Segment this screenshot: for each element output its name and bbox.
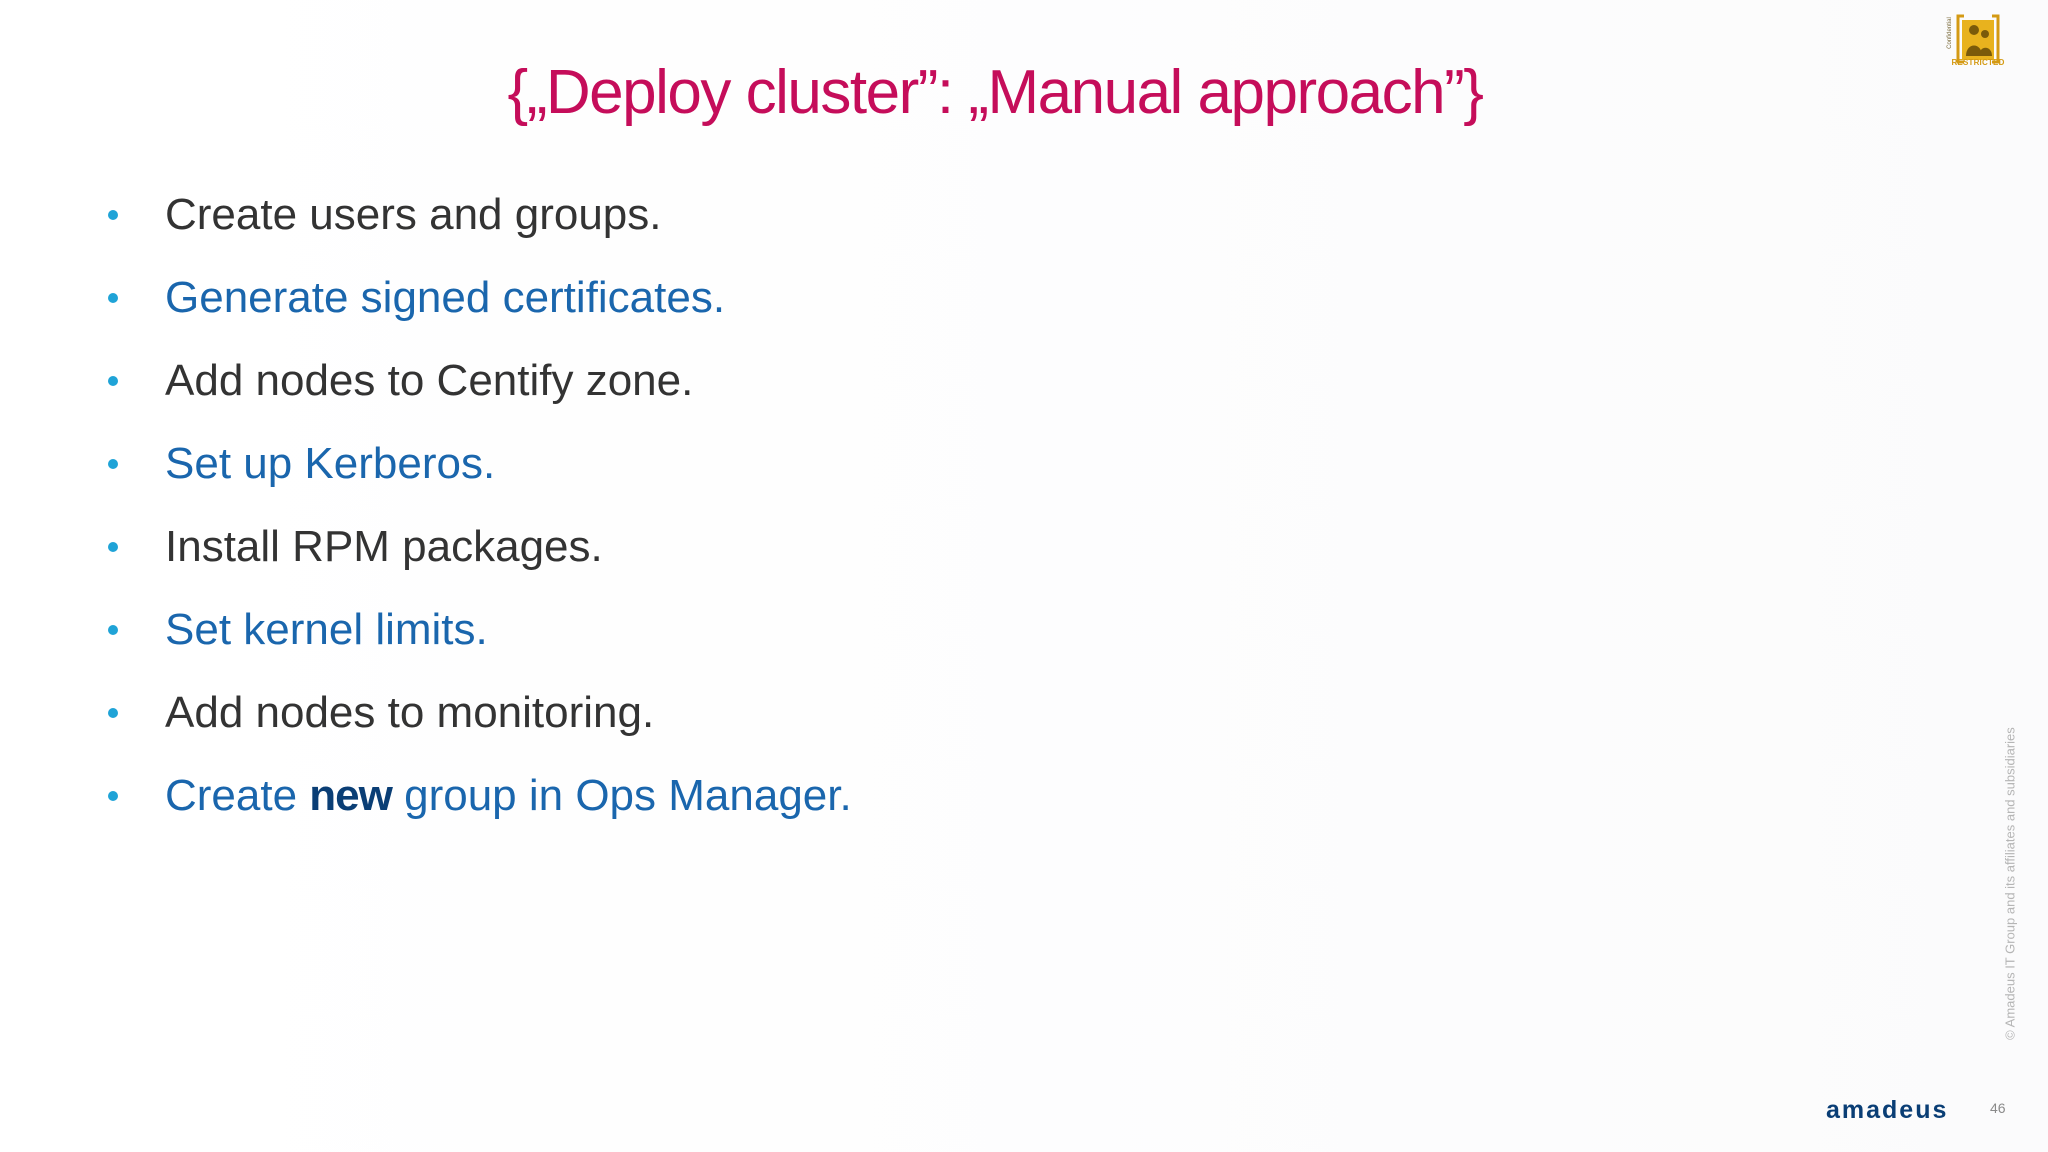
page-number: 46 [1990, 1100, 2006, 1116]
bullet-text: Add nodes to Centify zone. [165, 356, 694, 405]
bullet-text: Set up Kerberos. [165, 439, 496, 488]
bullet-text-after: group in Ops Manager. [391, 771, 852, 820]
slide-title: {„Deploy cluster”: „Manual approach”} [507, 58, 1484, 127]
bullet-dot-icon [108, 210, 118, 220]
bullet-dot-icon [108, 708, 118, 718]
copyright-notice: © Amadeus IT Group and its affiliates an… [2002, 727, 2018, 1040]
bullet-item: Set kernel limits. [100, 588, 852, 671]
bullet-item: Create users and groups. [100, 173, 852, 256]
amadeus-logo: amadeus [1826, 1096, 1949, 1124]
bullet-dot-icon [108, 791, 118, 801]
bullet-item: Add nodes to monitoring. [100, 671, 852, 754]
badge-side-label: Confidential [1947, 17, 1953, 49]
bullet-dot-icon [108, 542, 118, 552]
bullet-dot-icon [108, 293, 118, 303]
bullet-dot-icon [108, 459, 118, 469]
bullet-text-before: Create [165, 771, 310, 820]
bullet-text: Generate signed certificates. [165, 273, 726, 322]
restricted-badge-icon [1956, 14, 2000, 64]
bullet-list: Create users and groups. Generate signed… [100, 173, 852, 837]
bullet-text: Add nodes to monitoring. [165, 688, 655, 737]
bullet-item: Install RPM packages. [100, 505, 852, 588]
bullet-text-emphasis: new [309, 771, 393, 820]
bullet-item: Set up Kerberos. [100, 422, 852, 505]
bullet-item: Generate signed certificates. [100, 256, 852, 339]
bullet-dot-icon [108, 625, 118, 635]
bullet-text: Create users and groups. [165, 190, 662, 239]
bullet-text: Install RPM packages. [165, 522, 603, 571]
bullet-item: Create new group in Ops Manager. [100, 754, 852, 837]
bullet-dot-icon [108, 376, 118, 386]
badge-label: RESTRICTED [1951, 58, 2005, 67]
bullet-item: Add nodes to Centify zone. [100, 339, 852, 422]
bullet-text: Set kernel limits. [165, 605, 488, 654]
